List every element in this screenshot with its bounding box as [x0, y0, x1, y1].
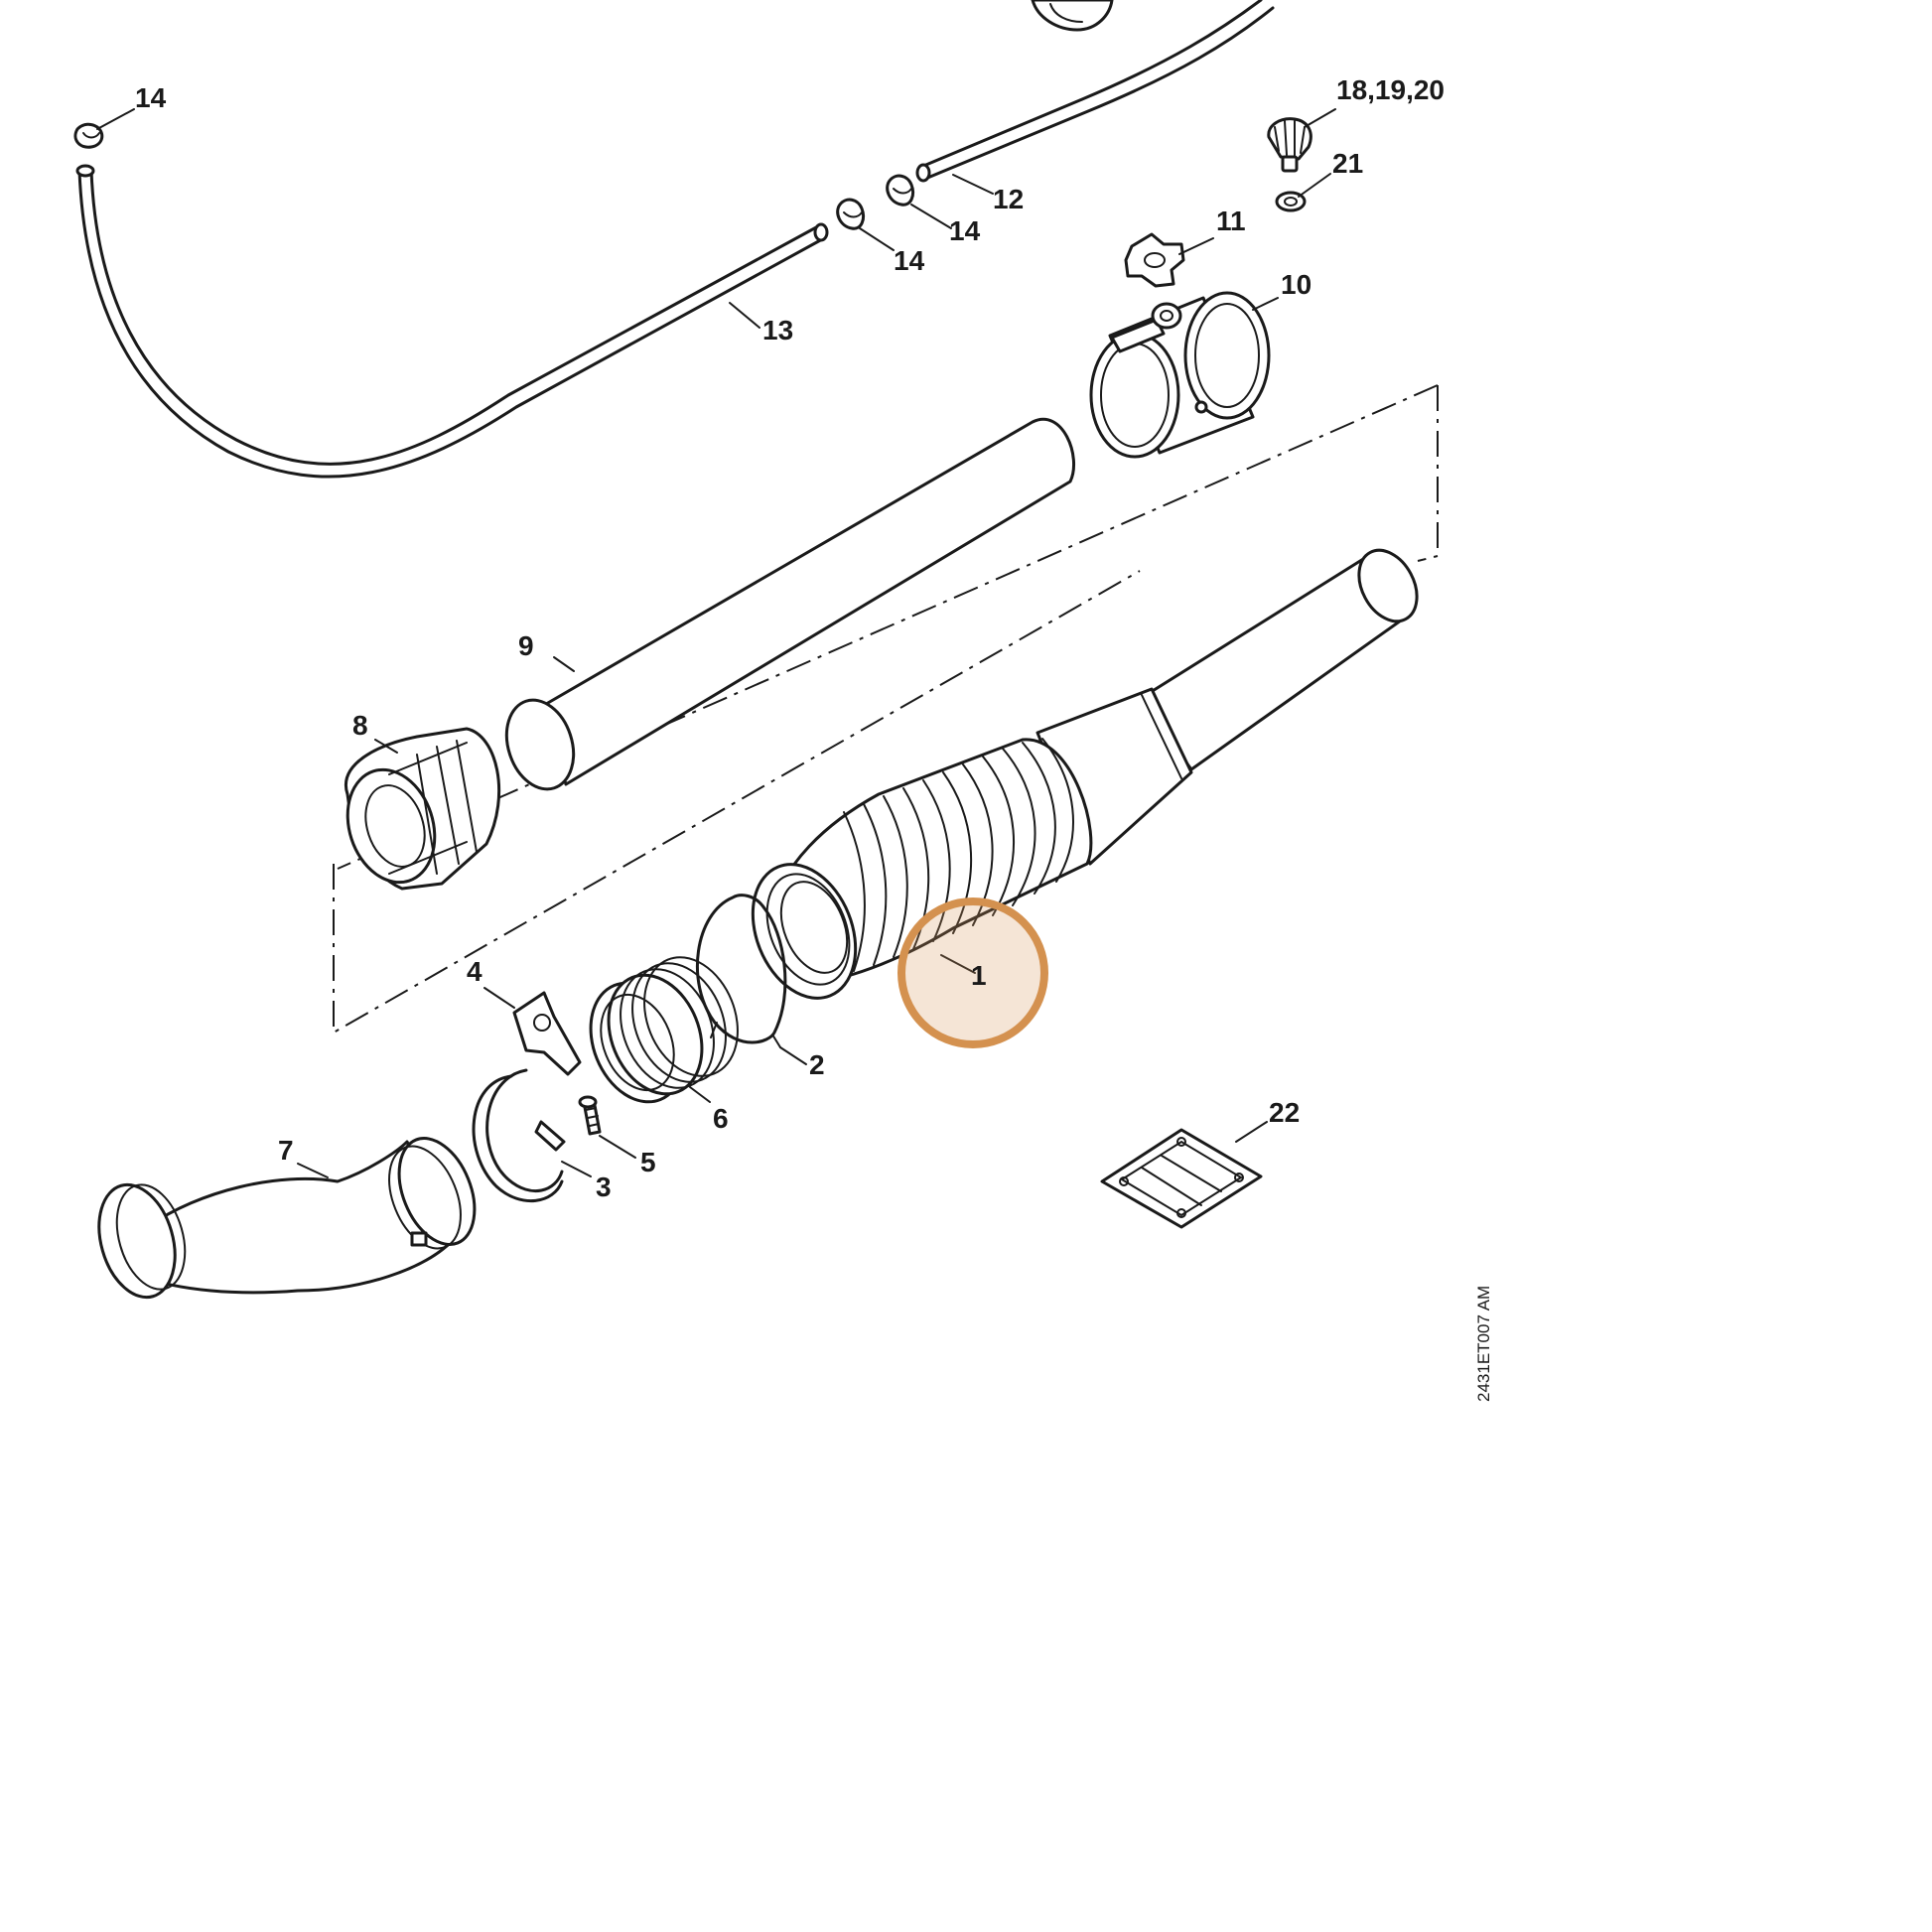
- label-part-14-middle[interactable]: 14: [894, 245, 925, 276]
- label-part-5[interactable]: 5: [640, 1147, 656, 1177]
- hose-clip-14-left[interactable]: [73, 122, 104, 149]
- bellows-ribs: [843, 738, 1074, 972]
- band-clamp-3[interactable]: [472, 1068, 566, 1203]
- tank-fitting-partial: [1031, 0, 1114, 32]
- bellows-tube-1[interactable]: [734, 540, 1429, 1014]
- label-part-4[interactable]: 4: [467, 956, 483, 987]
- label-part-11[interactable]: 11: [1216, 206, 1246, 236]
- label-part-1[interactable]: 1: [971, 960, 987, 991]
- label-part-12[interactable]: 12: [993, 184, 1024, 214]
- highlight-ring-part-1[interactable]: [897, 897, 1048, 1048]
- label-part-21[interactable]: 21: [1332, 148, 1363, 179]
- throttle-housing-10[interactable]: [1089, 291, 1271, 459]
- elbow-pipe-7[interactable]: [86, 1127, 488, 1306]
- part-labels: 1 2 3 4 5 6 7 8 9 10 11 12 13 14 14 14 1…: [135, 74, 1445, 1202]
- screw-5[interactable]: [578, 1095, 602, 1136]
- hose-12[interactable]: [915, 0, 1275, 183]
- label-part-3[interactable]: 3: [596, 1172, 612, 1202]
- label-part-2[interactable]: 2: [809, 1049, 825, 1080]
- cover-plate-22[interactable]: [1100, 1128, 1263, 1229]
- drawing-reference: 2431ET007 AM: [1474, 1286, 1493, 1402]
- leader-lines: [96, 108, 1336, 1178]
- star-knob-11[interactable]: [1124, 232, 1185, 288]
- label-part-8[interactable]: 8: [352, 710, 368, 741]
- washer-21[interactable]: [1275, 191, 1307, 212]
- hose-clip-14-right[interactable]: [886, 174, 915, 207]
- label-parts-18-19-20[interactable]: 18,19,20: [1336, 74, 1445, 105]
- label-part-9[interactable]: 9: [518, 630, 534, 661]
- assembly-bracket: [333, 384, 1439, 1035]
- guard-grill-8[interactable]: [334, 727, 501, 894]
- label-part-14-right[interactable]: 14: [949, 215, 981, 246]
- tube-9[interactable]: [495, 417, 1076, 797]
- label-part-6[interactable]: 6: [713, 1103, 729, 1134]
- label-part-14-left[interactable]: 14: [135, 82, 167, 113]
- label-part-13[interactable]: 13: [762, 315, 793, 345]
- knob-18-19-20[interactable]: [1267, 117, 1312, 173]
- label-part-7[interactable]: 7: [278, 1135, 294, 1166]
- hose-clamp-6[interactable]: [574, 943, 755, 1116]
- label-part-22[interactable]: 22: [1269, 1097, 1300, 1128]
- bracket-4[interactable]: [512, 991, 582, 1076]
- hose-13[interactable]: [75, 164, 829, 479]
- hose-clip-14-middle[interactable]: [836, 198, 866, 230]
- label-part-10[interactable]: 10: [1281, 269, 1311, 300]
